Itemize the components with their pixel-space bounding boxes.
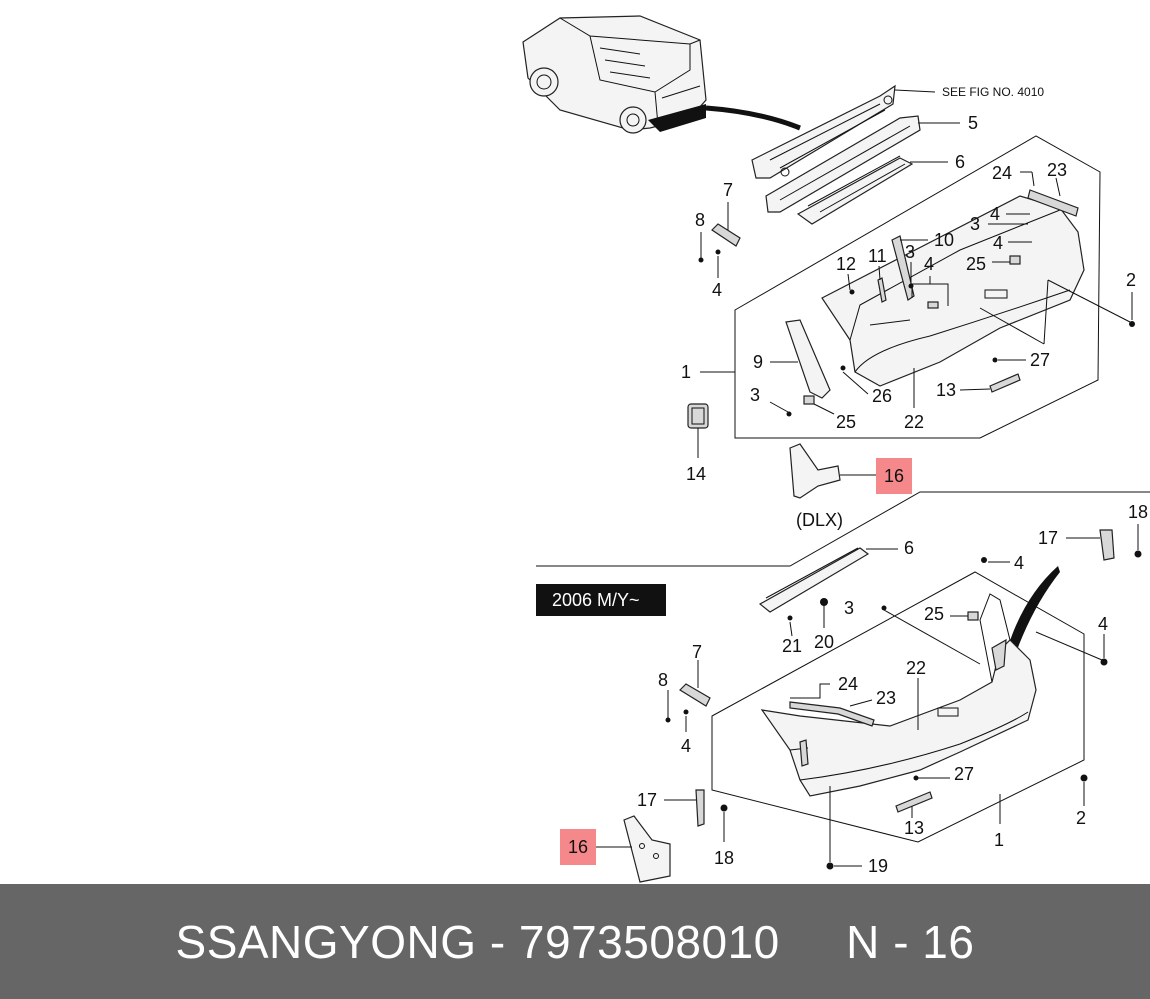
highlight-16-upper: [876, 458, 912, 494]
footer-ref-separator: -: [893, 915, 910, 968]
callout-upper-27: 27: [1030, 350, 1050, 370]
callout-upper-4a: 4: [712, 280, 722, 300]
callout-upper-5: 5: [968, 113, 978, 133]
callout-lower-21: 21: [782, 636, 802, 656]
callout-lower-3: 3: [844, 598, 854, 618]
callout-upper-22: 22: [904, 412, 924, 432]
part-2-nut: [1129, 321, 1135, 327]
callout-lower-1: 1: [994, 830, 1004, 850]
part-23-rail-lower: [789, 701, 875, 727]
vehicle-pointer-swoosh: [1004, 566, 1060, 664]
callout-lower-6: 6: [904, 538, 914, 558]
part-7-bracket: [711, 223, 741, 247]
part-6-absorber-lower: [758, 547, 870, 613]
footer-ref-prefix: N: [846, 915, 880, 968]
callout-upper-24: 24: [992, 163, 1012, 183]
footer-part-number: 7973508010: [518, 915, 780, 968]
part-12-screw: [849, 289, 855, 295]
model-year-badge: [536, 584, 666, 616]
section-divider: [536, 491, 1150, 567]
callout-lower-7: 7: [692, 642, 702, 662]
footer-text: SSANGYONG - 7973508010 N - 16: [176, 915, 975, 969]
callout-upper-25b: 25: [836, 412, 856, 432]
callout-upper-10: 10: [934, 230, 954, 250]
callout-lower-18b: 18: [714, 848, 734, 868]
variant-label: (DLX): [796, 510, 843, 530]
highlight-16-lower: [560, 829, 596, 865]
part-23-rail: [1027, 189, 1079, 217]
part-13-reflector: [989, 373, 1021, 393]
callout-upper-16: 16: [884, 466, 904, 486]
vehicle-illustration: [522, 15, 801, 134]
part-16-mud-flap-lower: [623, 815, 671, 883]
callout-lower-4a: 4: [1014, 553, 1024, 573]
part-11-clip: [877, 277, 887, 303]
callout-lower-17b: 17: [637, 790, 657, 810]
callout-lower-17a: 17: [1038, 528, 1058, 548]
part-16-mud-flap-upper: [789, 443, 841, 499]
callout-upper-3b: 3: [905, 242, 915, 262]
part-5-reinforcement: [765, 115, 921, 213]
callout-upper-9: 9: [753, 352, 763, 372]
footer-ref-number: 16: [922, 915, 975, 968]
rear-beam-part: [751, 84, 896, 179]
see-fig-note: SEE FIG NO. 4010: [942, 85, 1044, 99]
callout-lower-4b: 4: [1098, 614, 1108, 634]
callout-lower-4c: 4: [681, 736, 691, 756]
part-17-bracket-lower: [695, 789, 705, 827]
part-6-absorber: [796, 155, 914, 225]
part-20-nut: [820, 598, 828, 606]
callout-lower-25: 25: [924, 604, 944, 624]
parts-diagram: SEE FIG NO. 4010 5 6 7 8 4 23 24 3: [522, 15, 1150, 883]
callout-lower-22: 22: [906, 658, 926, 678]
lower-assembly-box: [711, 571, 1085, 843]
callout-upper-25a: 25: [966, 254, 986, 274]
part-7-bracket-lower: [679, 683, 711, 707]
footer-separator: -: [489, 915, 506, 968]
part-25-bracket-left: [803, 395, 815, 405]
callout-lower-13: 13: [904, 818, 924, 838]
callout-lower-20: 20: [814, 632, 834, 652]
callout-upper-2: 2: [1126, 270, 1136, 290]
part-9-side-piece: [785, 319, 831, 399]
callout-upper-23: 23: [1047, 160, 1067, 180]
callout-upper-14: 14: [686, 464, 706, 484]
footer-brand: SSANGYONG: [175, 915, 477, 968]
part-number-footer: SSANGYONG - 7973508010 N - 16: [0, 884, 1150, 999]
callout-lower-8: 8: [658, 670, 668, 690]
part-18-bolt-lower: [720, 804, 728, 812]
part-4-clip: [715, 249, 721, 255]
part-25-bracket-right: [1009, 255, 1021, 265]
callout-upper-4b: 4: [990, 204, 1000, 224]
part-18-bolt-top: [1134, 550, 1142, 558]
part-10-bracket: [891, 235, 915, 301]
callout-lower-16: 16: [568, 837, 588, 857]
part-21-screw: [787, 615, 793, 621]
callout-upper-13: 13: [936, 380, 956, 400]
callout-lower-19: 19: [868, 856, 888, 876]
callout-upper-3c: 3: [750, 385, 760, 405]
callout-upper-7: 7: [723, 180, 733, 200]
part-19-bolt: [826, 862, 834, 870]
part-8-screw: [698, 257, 704, 263]
callout-lower-24: 24: [838, 674, 858, 694]
callout-upper-4d: 4: [924, 254, 934, 274]
part-22-bumper-cover-lower: [760, 593, 1037, 797]
part-17-bracket-top: [1099, 529, 1115, 561]
callout-lower-2: 2: [1076, 808, 1086, 828]
callout-upper-26: 26: [872, 386, 892, 406]
model-year-badge-text: 2006 M/Y~: [552, 590, 640, 610]
callout-upper-3a: 3: [970, 214, 980, 234]
callout-upper-4c: 4: [993, 233, 1003, 253]
callout-upper-11: 11: [868, 246, 887, 266]
callout-lower-18a: 18: [1128, 502, 1148, 522]
callout-upper-8: 8: [695, 210, 705, 230]
callout-lower-23: 23: [876, 688, 896, 708]
callout-upper-6: 6: [955, 152, 965, 172]
callout-upper-1: 1: [681, 362, 691, 382]
part-13-reflector-lower: [895, 791, 933, 813]
upper-assembly-box: [734, 135, 1101, 439]
callout-lower-27: 27: [954, 764, 974, 784]
callout-upper-12: 12: [836, 254, 856, 274]
